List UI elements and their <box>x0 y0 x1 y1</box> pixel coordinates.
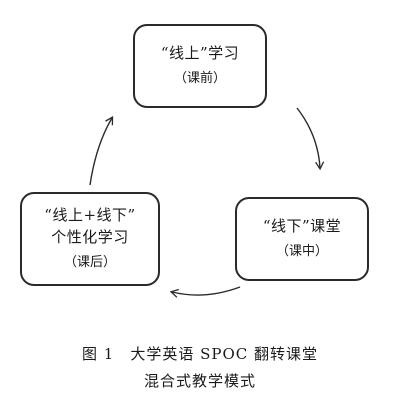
figure-caption-line2: 混合式教学模式 <box>0 370 400 391</box>
figure-label: 图 1 <box>82 345 115 363</box>
node-personalized-learning: “线上+线下” 个性化学习 （课后） <box>20 192 160 286</box>
node-online-title: “线上”学习 <box>160 44 240 62</box>
node-personal-title: “线上+线下” <box>44 206 136 224</box>
node-offline-title: “线下”课堂 <box>262 217 342 235</box>
arrow-offline-to-personal <box>169 286 241 298</box>
arrow-online-to-offline <box>296 107 325 171</box>
node-online-learning: “线上”学习 （课前） <box>133 24 267 108</box>
figure-title-line1: 大学英语 SPOC 翻转课堂 <box>130 345 318 363</box>
figure-caption: 图 1 大学英语 SPOC 翻转课堂 <box>0 343 400 364</box>
node-online-phase: （课前） <box>173 71 226 86</box>
node-offline-classroom: “线下”课堂 （课中） <box>235 197 369 281</box>
node-offline-phase: （课中） <box>275 244 328 259</box>
arrow-personal-to-online <box>89 116 114 186</box>
node-personal-phase: （课后） <box>63 255 116 270</box>
figure-title-line2: 混合式教学模式 <box>143 372 256 390</box>
node-personal-subtitle: 个性化学习 <box>51 228 129 246</box>
